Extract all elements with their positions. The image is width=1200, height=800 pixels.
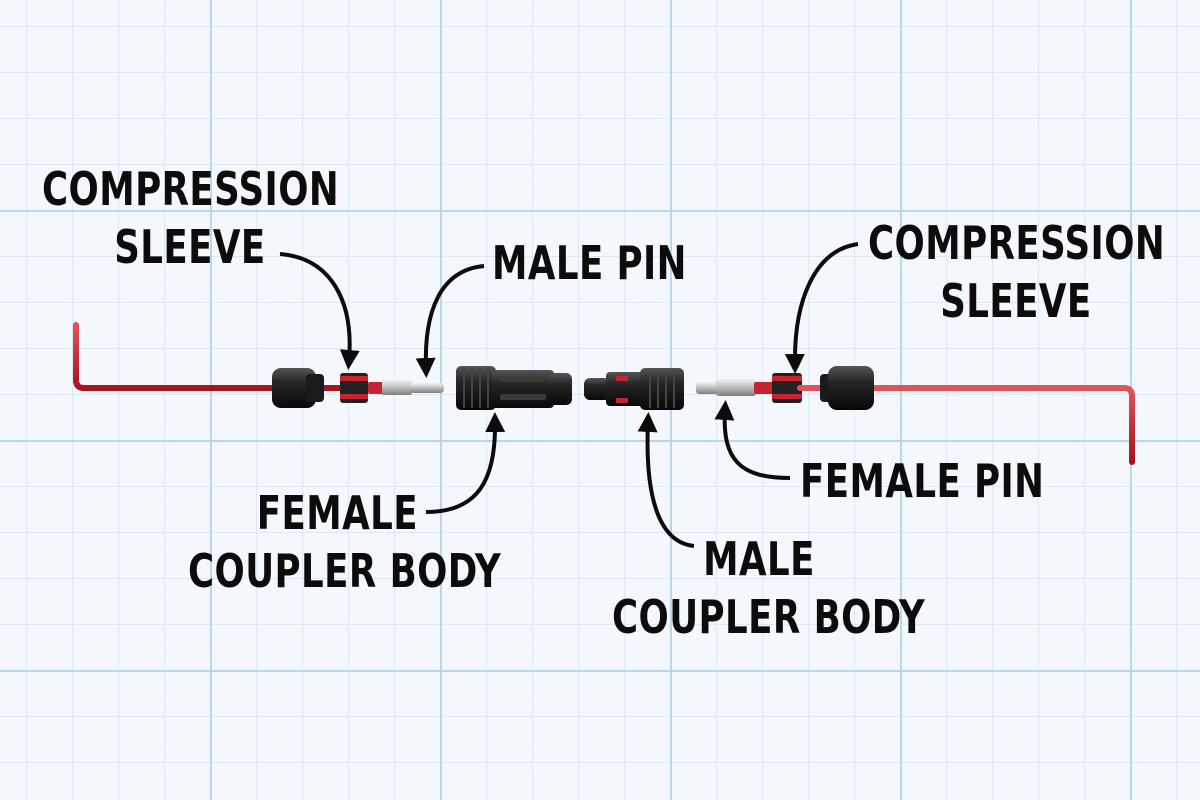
right-compression-cap (820, 366, 874, 410)
left-red-wire (73, 322, 348, 391)
label-female-coupler-body: FEMALE COUPLER BODY (188, 484, 501, 600)
label-line: FEMALE (256, 486, 418, 540)
right-compression-sleeve (772, 373, 802, 403)
label-line: COMPRESSION (42, 162, 340, 216)
female-pin (696, 379, 774, 396)
arrow-female-pin (714, 400, 791, 480)
left-compression-cap (272, 368, 324, 408)
label-line: COUPLER BODY (612, 590, 926, 644)
label-female-pin: FEMALE PIN (800, 452, 1044, 510)
right-red-wire (797, 385, 1135, 465)
label-line: COMPRESSION (868, 216, 1166, 270)
female-coupler-body (456, 366, 572, 410)
arrow-male-pin (415, 264, 485, 378)
label-male-pin: MALE PIN (492, 234, 687, 292)
label-line: SLEEVE (114, 220, 266, 274)
label-line: SLEEVE (940, 274, 1092, 328)
male-pin (368, 380, 444, 395)
arrow-female-coupler-body (425, 412, 506, 514)
arrow-male-coupler-body (637, 412, 695, 548)
label-male-coupler-body: MALE COUPLER BODY (612, 530, 925, 646)
label-line: MALE PIN (492, 236, 687, 290)
label-compression-sleeve-left: COMPRESSION SLEEVE (42, 160, 339, 276)
arrow-left-compression-sleeve (279, 252, 360, 370)
label-compression-sleeve-right: COMPRESSION SLEEVE (868, 214, 1165, 330)
label-line: FEMALE PIN (800, 454, 1045, 508)
male-coupler-body (584, 368, 684, 410)
label-line: MALE (703, 532, 815, 586)
arrow-right-compression-sleeve (784, 242, 859, 374)
label-line: COUPLER BODY (188, 544, 502, 598)
left-compression-sleeve (340, 373, 368, 403)
